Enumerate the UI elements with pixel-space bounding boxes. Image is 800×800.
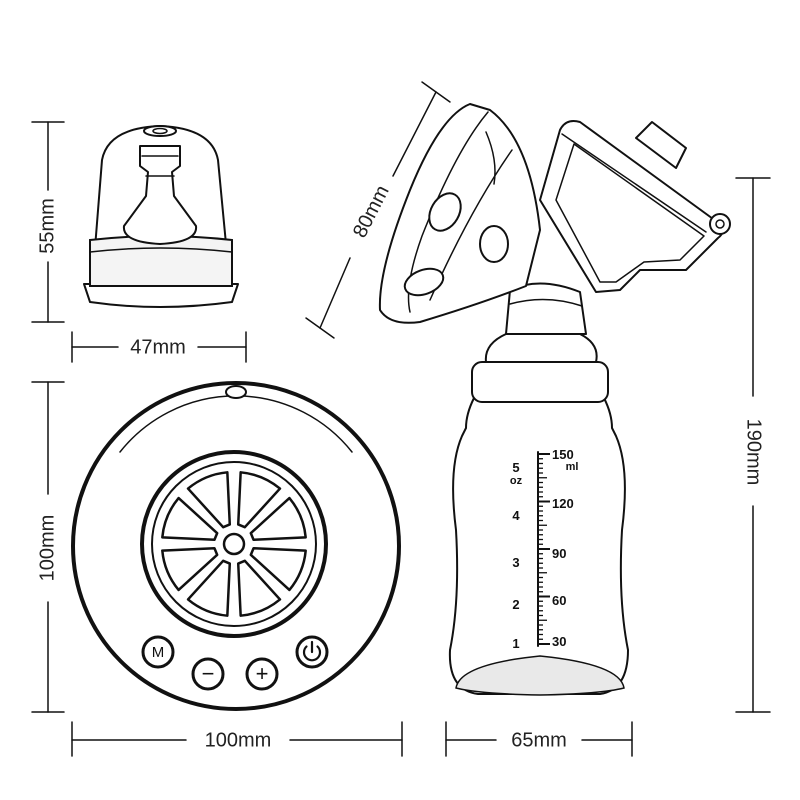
bottle-measurement-scale: oz ml 5 4 3 2 1 150 120 90 60 30 [510, 447, 579, 651]
motor-height-label: 100mm [36, 515, 58, 582]
total-height-label: 190mm [743, 419, 765, 486]
plus-button-label: + [256, 661, 269, 686]
vent-slot [236, 559, 282, 617]
vent-slot [236, 471, 282, 529]
vent-slot [161, 546, 219, 592]
ml-mark-30: 30 [552, 634, 566, 649]
oz-unit-label: oz [510, 475, 523, 487]
motor-width-label: 100mm [205, 729, 272, 751]
vent-slot [249, 496, 307, 542]
funnel-diameter-label: 80mm [349, 182, 394, 242]
ml-mark-150: 150 [552, 447, 574, 462]
motor-height-dimension: 100mm [31, 381, 65, 713]
ml-mark-90: 90 [552, 546, 566, 561]
vent-slot [249, 546, 307, 592]
power-button[interactable] [295, 635, 329, 669]
cap-height-dimension: 55mm [31, 121, 65, 323]
vent-slot [186, 471, 232, 529]
vent-grille [140, 450, 328, 638]
oz-mark-2: 2 [512, 597, 519, 612]
cap-height-label: 55mm [36, 198, 58, 254]
minus-button-label: − [202, 661, 215, 686]
mode-button[interactable]: M [141, 635, 175, 669]
vent-slot [186, 559, 232, 617]
motor-unit-illustration: M − + [71, 381, 401, 711]
ml-mark-60: 60 [552, 593, 566, 608]
oz-mark-3: 3 [512, 555, 519, 570]
bottle-width-label: 65mm [511, 729, 567, 751]
power-icon [302, 640, 322, 662]
oz-mark-1: 1 [512, 636, 519, 651]
ml-mark-120: 120 [552, 496, 574, 511]
vent-slot [161, 496, 219, 542]
oz-mark-4: 4 [512, 508, 520, 523]
plus-button[interactable]: + [245, 657, 279, 691]
bottle-width-dimension: 65mm [445, 721, 633, 757]
oz-mark-5: 5 [512, 460, 519, 475]
ml-unit-label: ml [566, 461, 579, 473]
mode-button-label: M [152, 644, 165, 661]
minus-button[interactable]: − [191, 657, 225, 691]
motor-width-dimension: 100mm [71, 721, 403, 757]
bottle-cap-illustration [83, 125, 239, 308]
total-height-dimension: 190mm [735, 177, 771, 713]
cap-width-label: 47mm [130, 336, 186, 358]
cap-width-dimension: 47mm [71, 331, 247, 363]
